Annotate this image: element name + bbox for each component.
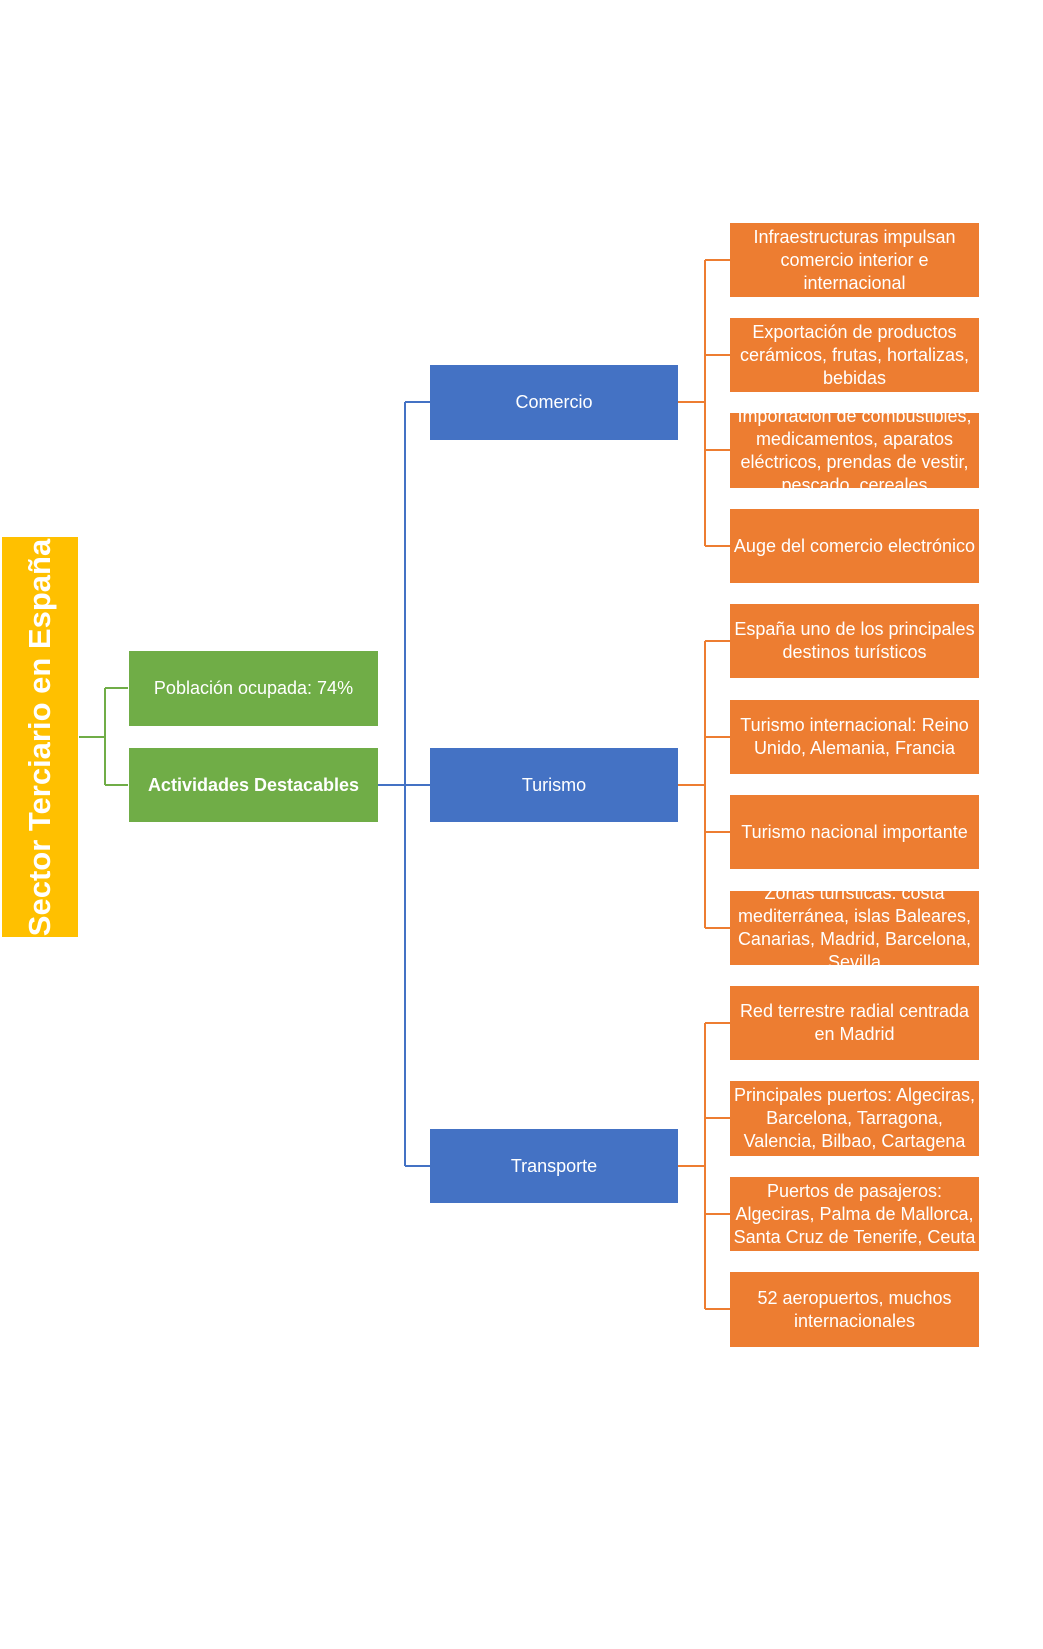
leaf-label: Principales puertos: Algeciras, Barcelon… (733, 1085, 976, 1151)
leaf-turismo-3: Turismo nacional importante (730, 795, 979, 869)
leaf-label: Exportación de productos cerámicos, frut… (739, 321, 970, 388)
leaf-label: Importación de combustibles, medicamento… (737, 413, 972, 488)
leaf-transporte-2: Principales puertos: Algeciras, Barcelon… (730, 1081, 979, 1156)
node-transporte: Transporte (430, 1129, 678, 1203)
leaf-label: Zonas turísticas: costa mediterránea, is… (737, 891, 972, 965)
node-label: Comercio (515, 392, 593, 412)
node-label: Turismo (521, 774, 587, 795)
leaf-comercio-1: Infraestructuras impulsan comercio inter… (730, 223, 979, 297)
leaf-turismo-1: España uno de los principales destinos t… (730, 604, 979, 678)
leaf-label: España uno de los principales destinos t… (734, 619, 975, 662)
leaf-label: Turismo nacional importante (741, 821, 968, 842)
leaf-turismo-2: Turismo internacional: Reino Unido, Alem… (730, 700, 979, 774)
node-label: Población ocupada: 74% (153, 678, 354, 698)
leaf-comercio-2: Exportación de productos cerámicos, frut… (730, 318, 979, 392)
leaf-turismo-4: Zonas turísticas: costa mediterránea, is… (730, 891, 979, 965)
category-connectors (378, 401, 431, 1167)
leaf-label: Infraestructuras impulsan comercio inter… (753, 226, 956, 293)
leaf-transporte-1: Red terrestre radial centrada en Madrid (730, 986, 979, 1060)
leaf-label: Turismo internacional: Reino Unido, Alem… (740, 715, 969, 758)
leaf-label: Auge del comercio electrónico (733, 535, 976, 556)
leaf-label: Red terrestre radial centrada en Madrid (739, 1001, 970, 1044)
root-connectors (79, 687, 128, 786)
root-label: Sector Terciario en España (22, 538, 58, 936)
leaf-comercio-3: Importación de combustibles, medicamento… (730, 413, 979, 488)
node-turismo: Turismo (430, 748, 678, 822)
leaf-transporte-4: 52 aeropuertos, muchos internacionales (730, 1272, 979, 1347)
node-poblacion-ocupada: Población ocupada: 74% (129, 651, 378, 726)
node-comercio: Comercio (430, 365, 678, 440)
leaf-comercio-4: Auge del comercio electrónico (730, 509, 979, 583)
node-label: Actividades Destacables (147, 774, 360, 795)
leaf-label: 52 aeropuertos, muchos internacionales (757, 1287, 952, 1331)
leaf-connectors (678, 259, 731, 1310)
node-label: Transporte (510, 1155, 598, 1176)
leaf-transporte-3: Puertos de pasajeros: Algeciras, Palma d… (730, 1177, 979, 1251)
root-node: Sector Terciario en España (2, 537, 78, 937)
node-actividades-destacables: Actividades Destacables (129, 748, 378, 822)
leaf-label: Puertos de pasajeros: Algeciras, Palma d… (733, 1180, 976, 1247)
